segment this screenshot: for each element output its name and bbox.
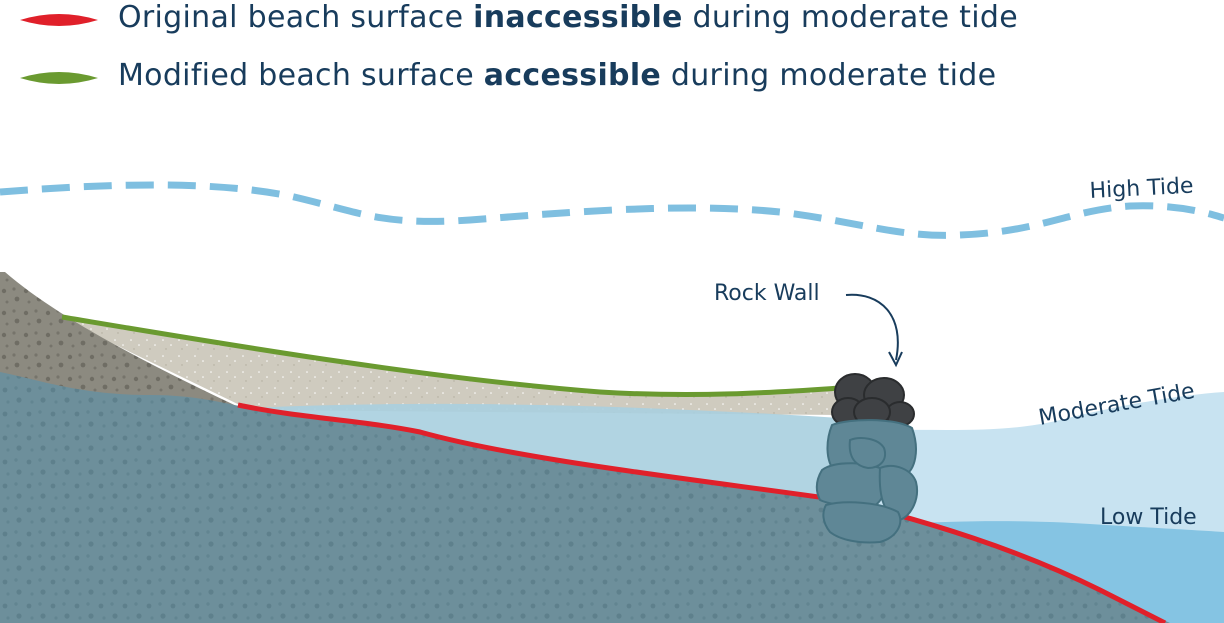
arrowhead-icon (888, 351, 903, 368)
bluff-fill (0, 272, 245, 410)
moderate-tide-beach-water (250, 403, 840, 500)
sediment-fill (0, 372, 1170, 623)
rock-wall (815, 373, 918, 544)
sand-fill (60, 318, 840, 415)
rock-wall-label: Rock Wall (714, 281, 820, 306)
rock-wall-arrow (845, 293, 899, 361)
legend-label-modified: Modified beach surface accessible during… (118, 58, 997, 93)
green-line-swatch-icon (20, 72, 98, 84)
red-line-swatch-icon (20, 14, 98, 26)
original-surface-line (237, 402, 1167, 623)
high-tide-line (0, 181, 1224, 239)
high-tide-label: High Tide (1089, 174, 1194, 204)
modified-surface-line (61, 314, 841, 398)
legend-label-original: Original beach surface inaccessible duri… (118, 0, 1018, 35)
low-tide-label: Low Tide (1100, 505, 1197, 530)
